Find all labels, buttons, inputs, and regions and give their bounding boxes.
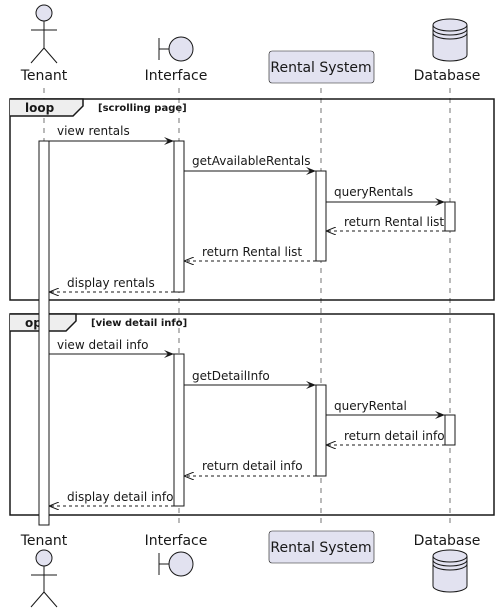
message-labels: view rentals getAvailableRentals queryRe… — [57, 124, 445, 504]
fragment-guard: [view detail info] — [91, 318, 187, 329]
tenant-label: Tenant — [20, 68, 68, 84]
actor-icon — [30, 4, 58, 64]
messages — [49, 137, 445, 506]
actor-icon — [30, 549, 58, 608]
rental-system-participant-bottom: Rental System — [268, 530, 375, 564]
rental-system-label: Rental System — [270, 60, 371, 76]
database-participant-top: Database — [414, 18, 481, 84]
rental-system-activation-1 — [315, 170, 327, 262]
fragment-frame — [9, 313, 495, 516]
message-label: return detail info — [344, 429, 445, 443]
message-label: return Rental list — [202, 245, 302, 259]
fragment-guard: [scrolling page] — [98, 103, 187, 114]
tenant-activation — [38, 140, 50, 526]
rental-system-label: Rental System — [270, 540, 371, 556]
message-label: display detail info — [67, 490, 173, 504]
boundary-icon — [158, 551, 194, 577]
rental-system-activation-2 — [315, 384, 327, 477]
interface-activation-1 — [173, 140, 185, 293]
message-label: queryRental — [334, 399, 407, 413]
loop-fragment: loop [scrolling page] — [9, 98, 495, 301]
participant-box — [268, 50, 375, 84]
database-icon — [432, 18, 468, 62]
message-label: getAvailableRentals — [192, 154, 310, 168]
database-activation-1 — [444, 201, 456, 232]
message-label: view rentals — [57, 124, 130, 138]
message-label: queryRentals — [334, 185, 413, 199]
fragment-keyword: loop — [25, 101, 55, 115]
fragment-frame — [9, 98, 495, 301]
activation-bars — [38, 140, 456, 526]
message-label: return detail info — [202, 459, 303, 473]
fragment-tab — [10, 98, 84, 117]
tenant-participant-bottom: Tenant — [20, 533, 68, 608]
message-label: getDetailInfo — [192, 369, 270, 383]
rental-system-participant-top: Rental System — [268, 50, 375, 84]
interface-label: Interface — [145, 533, 208, 549]
message-label: return Rental list — [344, 215, 444, 229]
database-label: Database — [414, 68, 481, 84]
interface-label: Interface — [145, 68, 208, 84]
interface-activation-2 — [173, 353, 185, 507]
database-label: Database — [414, 533, 481, 549]
message-label: display rentals — [67, 276, 155, 290]
database-activation-2 — [444, 414, 456, 446]
participant-box — [268, 530, 375, 564]
database-participant-bottom: Database — [414, 533, 481, 593]
tenant-label: Tenant — [20, 533, 68, 549]
interface-participant-bottom: Interface — [145, 533, 208, 577]
opt-fragment: opt [view detail info] — [9, 313, 495, 516]
database-icon — [432, 549, 468, 593]
interface-participant-top: Interface — [145, 36, 208, 84]
boundary-icon — [158, 36, 194, 62]
message-label: view detail info — [57, 338, 149, 352]
tenant-participant-top: Tenant — [20, 4, 68, 84]
